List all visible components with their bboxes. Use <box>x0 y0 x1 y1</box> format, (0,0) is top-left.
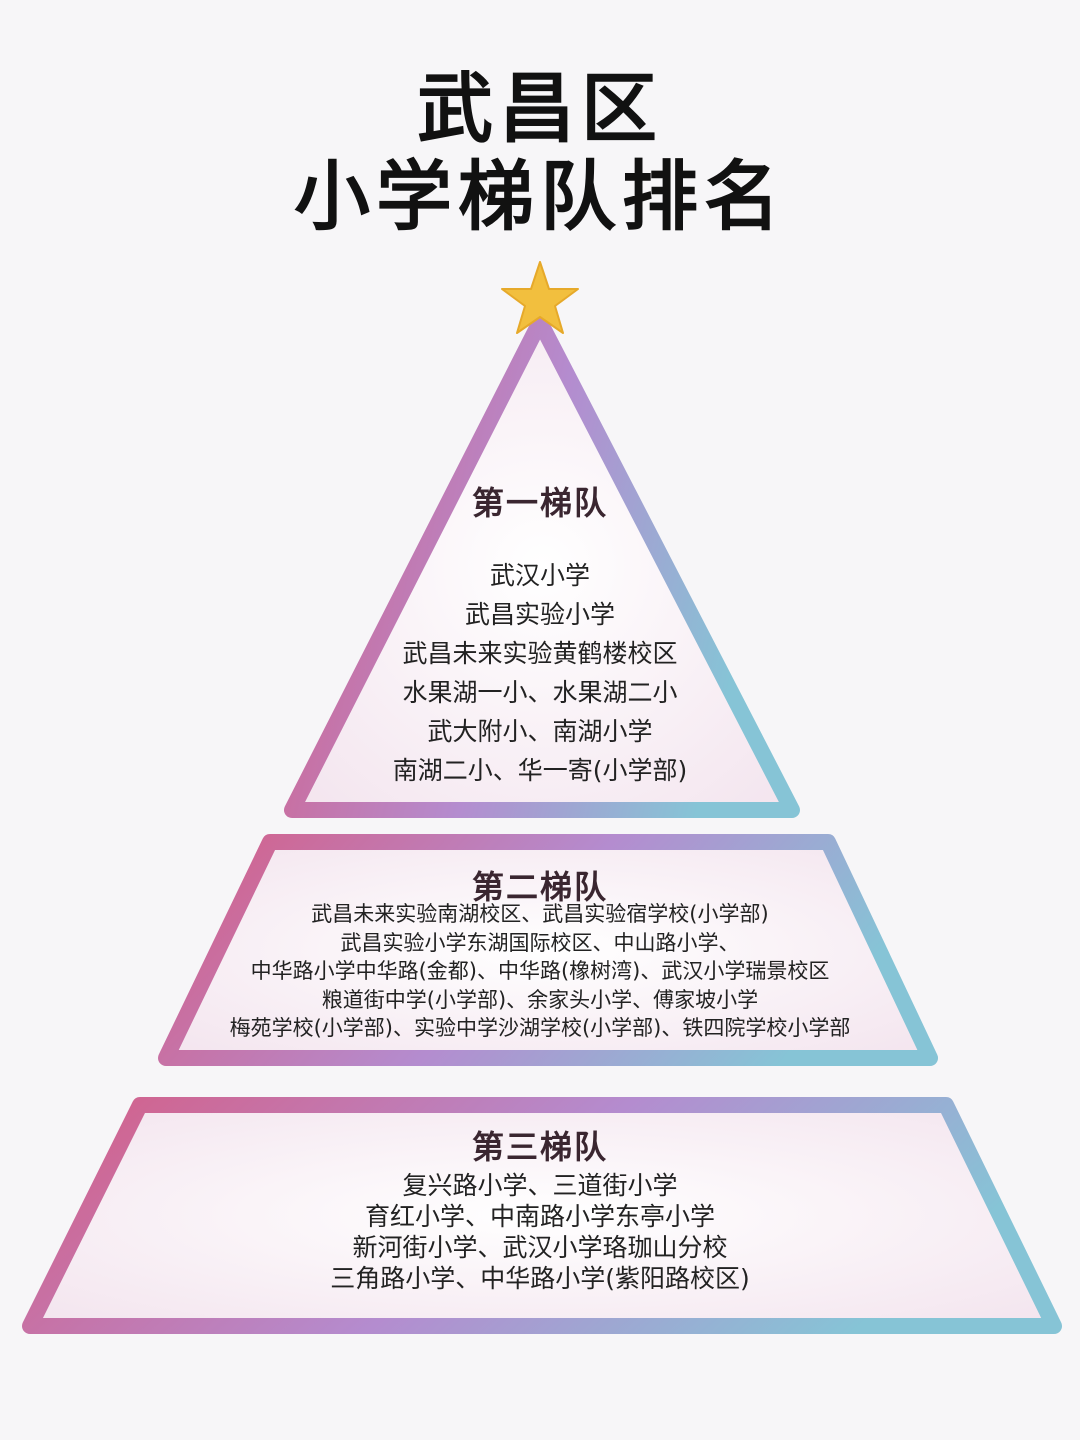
tier-3-frame <box>22 1097 1062 1334</box>
list-item: 武汉小学 <box>489 561 590 590</box>
list-item: 复兴路小学、三道街小学 <box>402 1171 678 1200</box>
page-title-line-2: 小学梯队排名 <box>294 152 786 241</box>
list-item: 梅苑学校(小学部)、实验中学沙湖学校(小学部)、铁四院学校小学部 <box>229 1016 851 1040</box>
tier-1-frame <box>284 314 800 818</box>
list-item: 育红小学、中南路小学东亭小学 <box>364 1202 715 1231</box>
list-item: 新河街小学、武汉小学珞珈山分校 <box>352 1233 728 1262</box>
list-item: 武昌未来实验南湖校区、武昌实验宿学校(小学部) <box>311 902 769 926</box>
star-icon <box>501 261 579 334</box>
list-item: 武大附小、南湖小学 <box>427 717 653 746</box>
list-item: 南湖二小、华一寄(小学部) <box>392 756 688 785</box>
list-item: 粮道街中学(小学部)、余家头小学、傅家坡小学 <box>321 987 759 1012</box>
tier-1-label: 第一梯队 <box>471 484 608 522</box>
list-item: 中华路小学中华路(金都)、中华路(橡树湾)、武汉小学瑞景校区 <box>250 959 830 983</box>
list-item: 三角路小学、中华路小学(紫阳路校区) <box>330 1264 750 1293</box>
tier-1-school-list: 武汉小学 武昌实验小学 武昌未来实验黄鹤楼校区 水果湖一小、水果湖二小 武大附小… <box>0 556 1080 790</box>
tier-2-frame <box>158 834 938 1066</box>
tier-2-school-list: 武昌未来实验南湖校区、武昌实验宿学校(小学部) 武昌实验小学东湖国际校区、中山路… <box>0 900 1080 1043</box>
list-item: 武昌未来实验黄鹤楼校区 <box>402 639 678 668</box>
tier-3-label: 第三梯队 <box>471 1128 608 1166</box>
list-item: 武昌实验小学东湖国际校区、中山路小学、 <box>340 930 740 955</box>
list-item: 武昌实验小学 <box>464 600 615 629</box>
tier-2-label: 第二梯队 <box>471 868 608 906</box>
page-title-line-1: 武昌区 <box>417 64 663 153</box>
tier-3-school-list: 复兴路小学、三道街小学 育红小学、中南路小学东亭小学 新河街小学、武汉小学珞珈山… <box>0 1170 1080 1294</box>
list-item: 水果湖一小、水果湖二小 <box>402 678 678 707</box>
